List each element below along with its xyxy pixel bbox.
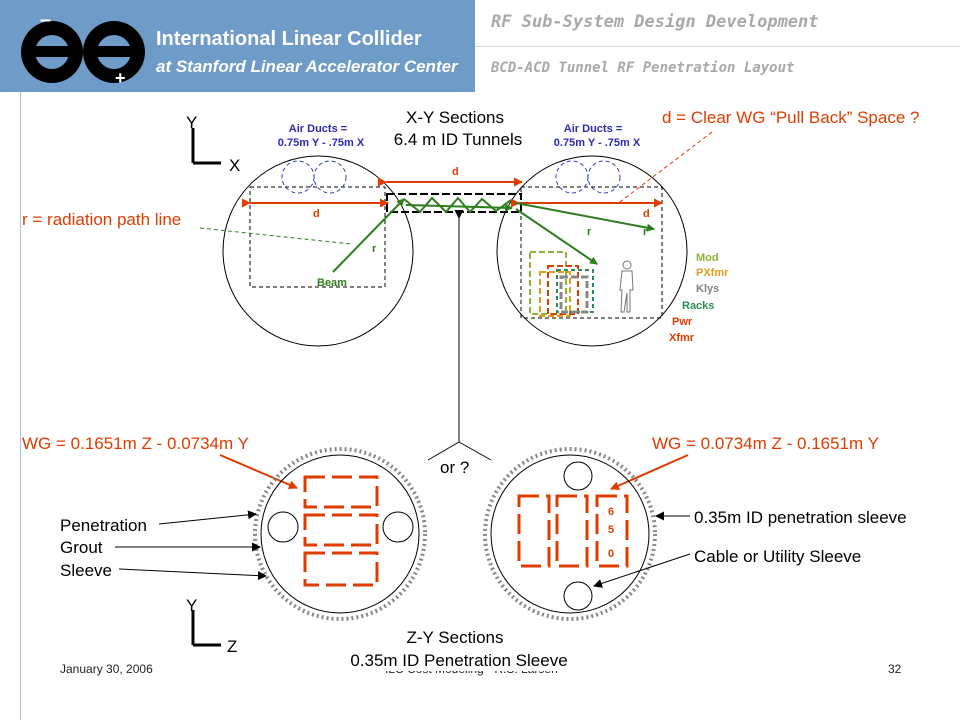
legend-xfmr: Xfmr: [669, 332, 695, 344]
legend-klys: Klys: [696, 283, 719, 295]
legend-mod: Mod: [696, 252, 719, 264]
left-penetration-sleeve: [253, 447, 427, 621]
r-callout-leader: [199, 227, 352, 245]
d-definition: d = Clear WG “Pull Back” Space ?: [662, 108, 919, 127]
slide-subtitle: BCD-ACD Tunnel RF Penetration Layout: [491, 60, 795, 76]
d-label-left: d: [313, 208, 320, 220]
wg-left-label: WG = 0.1651m Z - 0.0734m Y: [22, 434, 249, 453]
digit-5: 5: [608, 524, 614, 536]
cable-note: Cable or Utility Sleeve: [694, 547, 861, 566]
d-label-top: d: [452, 166, 459, 178]
legend-pxfmr: PXfmr: [696, 267, 729, 279]
xy-axis-y-label: Y: [186, 113, 197, 132]
d-label-right: d: [643, 208, 650, 220]
beam-label: Beam: [317, 277, 347, 289]
d-dimension-arrows: [242, 177, 663, 208]
xy-section-subtitle: 6.4 m ID Tunnels: [394, 130, 523, 149]
wg-right-label: WG = 0.0734m Z - 0.1651m Y: [652, 434, 879, 453]
person-figure-icon: [619, 260, 634, 313]
zy-section-subtitle: 0.35m ID Penetration Sleeve: [350, 651, 567, 670]
r-label-right-2: r: [643, 226, 648, 238]
zy-title-backing: [330, 626, 590, 671]
zy-axes: [191, 610, 221, 647]
legend-racks: Racks: [682, 300, 714, 312]
grout-label: Grout: [60, 538, 103, 557]
legend-pwr: Pwr: [672, 316, 693, 328]
left-ducts-label-1: Air Ducts =: [289, 123, 347, 135]
penetration-label: Penetration: [60, 516, 147, 535]
zy-axis-z-label: Z: [227, 637, 237, 656]
right-penetration-sleeve: [483, 447, 657, 621]
or-connector: [427, 210, 492, 461]
d-callout-leader: [619, 131, 713, 203]
right-ducts-label-2: 0.75m Y - .75m X: [554, 137, 641, 149]
r-definition: r = radiation path line: [22, 210, 181, 229]
wg-left-leader: [219, 454, 298, 489]
svg-text:+: +: [115, 68, 126, 88]
slide-title: RF Sub-System Design Development: [491, 12, 819, 32]
digit-6: 6: [608, 506, 614, 518]
radiation-paths: [332, 196, 655, 273]
digit-0: 0: [608, 548, 614, 560]
right-label-leaders: [593, 511, 691, 588]
xy-axes: [191, 128, 221, 165]
sleeve-note: 0.35m ID penetration sleeve: [694, 508, 907, 527]
logo-line-2: at Stanford Linear Accelerator Center: [156, 57, 459, 76]
wg-right-leader: [610, 454, 689, 490]
equipment-legend: Mod PXfmr Klys Racks Pwr Xfmr: [669, 252, 729, 344]
svg-text:–: –: [40, 9, 51, 31]
footer-date: January 30, 2006: [60, 662, 153, 676]
left-tunnel: [222, 155, 414, 347]
left-label-leaders: [115, 510, 267, 581]
left-margin-rule: [20, 92, 21, 720]
r-label-right-1: r: [587, 226, 592, 238]
zy-section-title: Z-Y Sections: [406, 628, 503, 647]
xy-axis-x-label: X: [229, 156, 240, 175]
r-label-left: r: [372, 243, 377, 255]
sleeve-label: Sleeve: [60, 561, 112, 580]
left-ducts-label-2: 0.75m Y - .75m X: [278, 137, 365, 149]
right-ducts-label-1: Air Ducts =: [564, 123, 622, 135]
footer-page: 32: [888, 662, 902, 676]
ilc-logo: – +: [21, 9, 145, 88]
xy-section-title: X-Y Sections: [406, 108, 504, 127]
zy-axis-y-label: Y: [186, 596, 197, 615]
header-divider: [475, 46, 960, 47]
right-tunnel: [496, 155, 688, 347]
or-label: or ?: [440, 458, 469, 477]
logo-line-1: International Linear Collider: [156, 28, 422, 50]
